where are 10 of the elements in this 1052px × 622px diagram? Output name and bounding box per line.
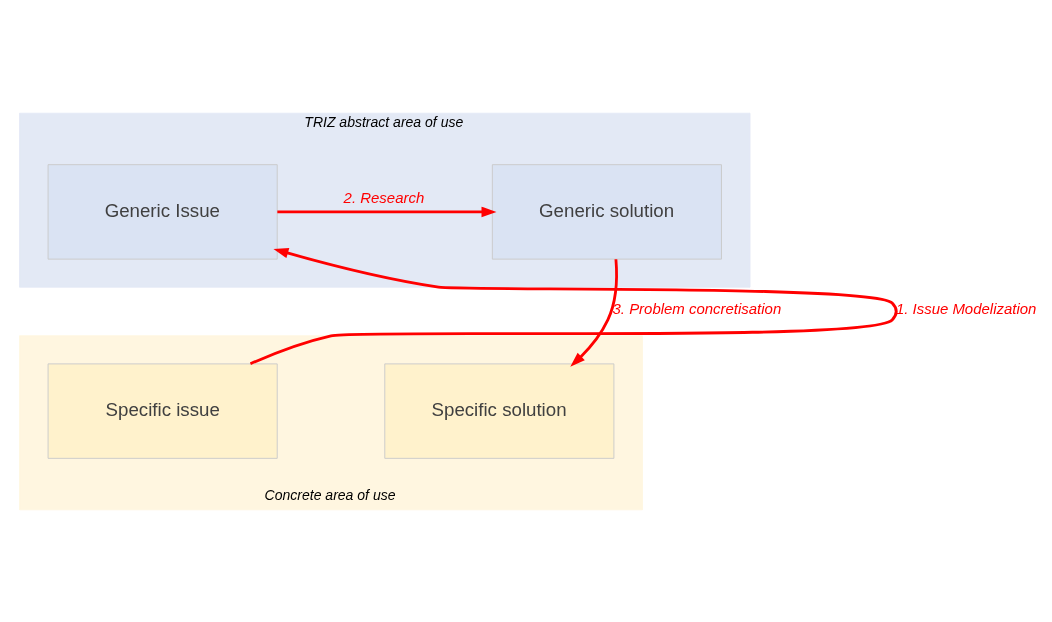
node-box: Generic Issue xyxy=(47,163,278,260)
node-box: Specific issue xyxy=(47,362,278,459)
node-box: Generic solution xyxy=(491,163,722,260)
arrow xyxy=(249,247,898,365)
edge-label: 3. Problem concretisation xyxy=(612,299,782,317)
edge-label: 2. Research xyxy=(343,188,425,206)
node-box: Specific solution xyxy=(384,362,615,459)
edge-label: 1. Issue Modelization xyxy=(895,299,1037,317)
arrow xyxy=(277,206,497,217)
arrow xyxy=(570,258,618,367)
